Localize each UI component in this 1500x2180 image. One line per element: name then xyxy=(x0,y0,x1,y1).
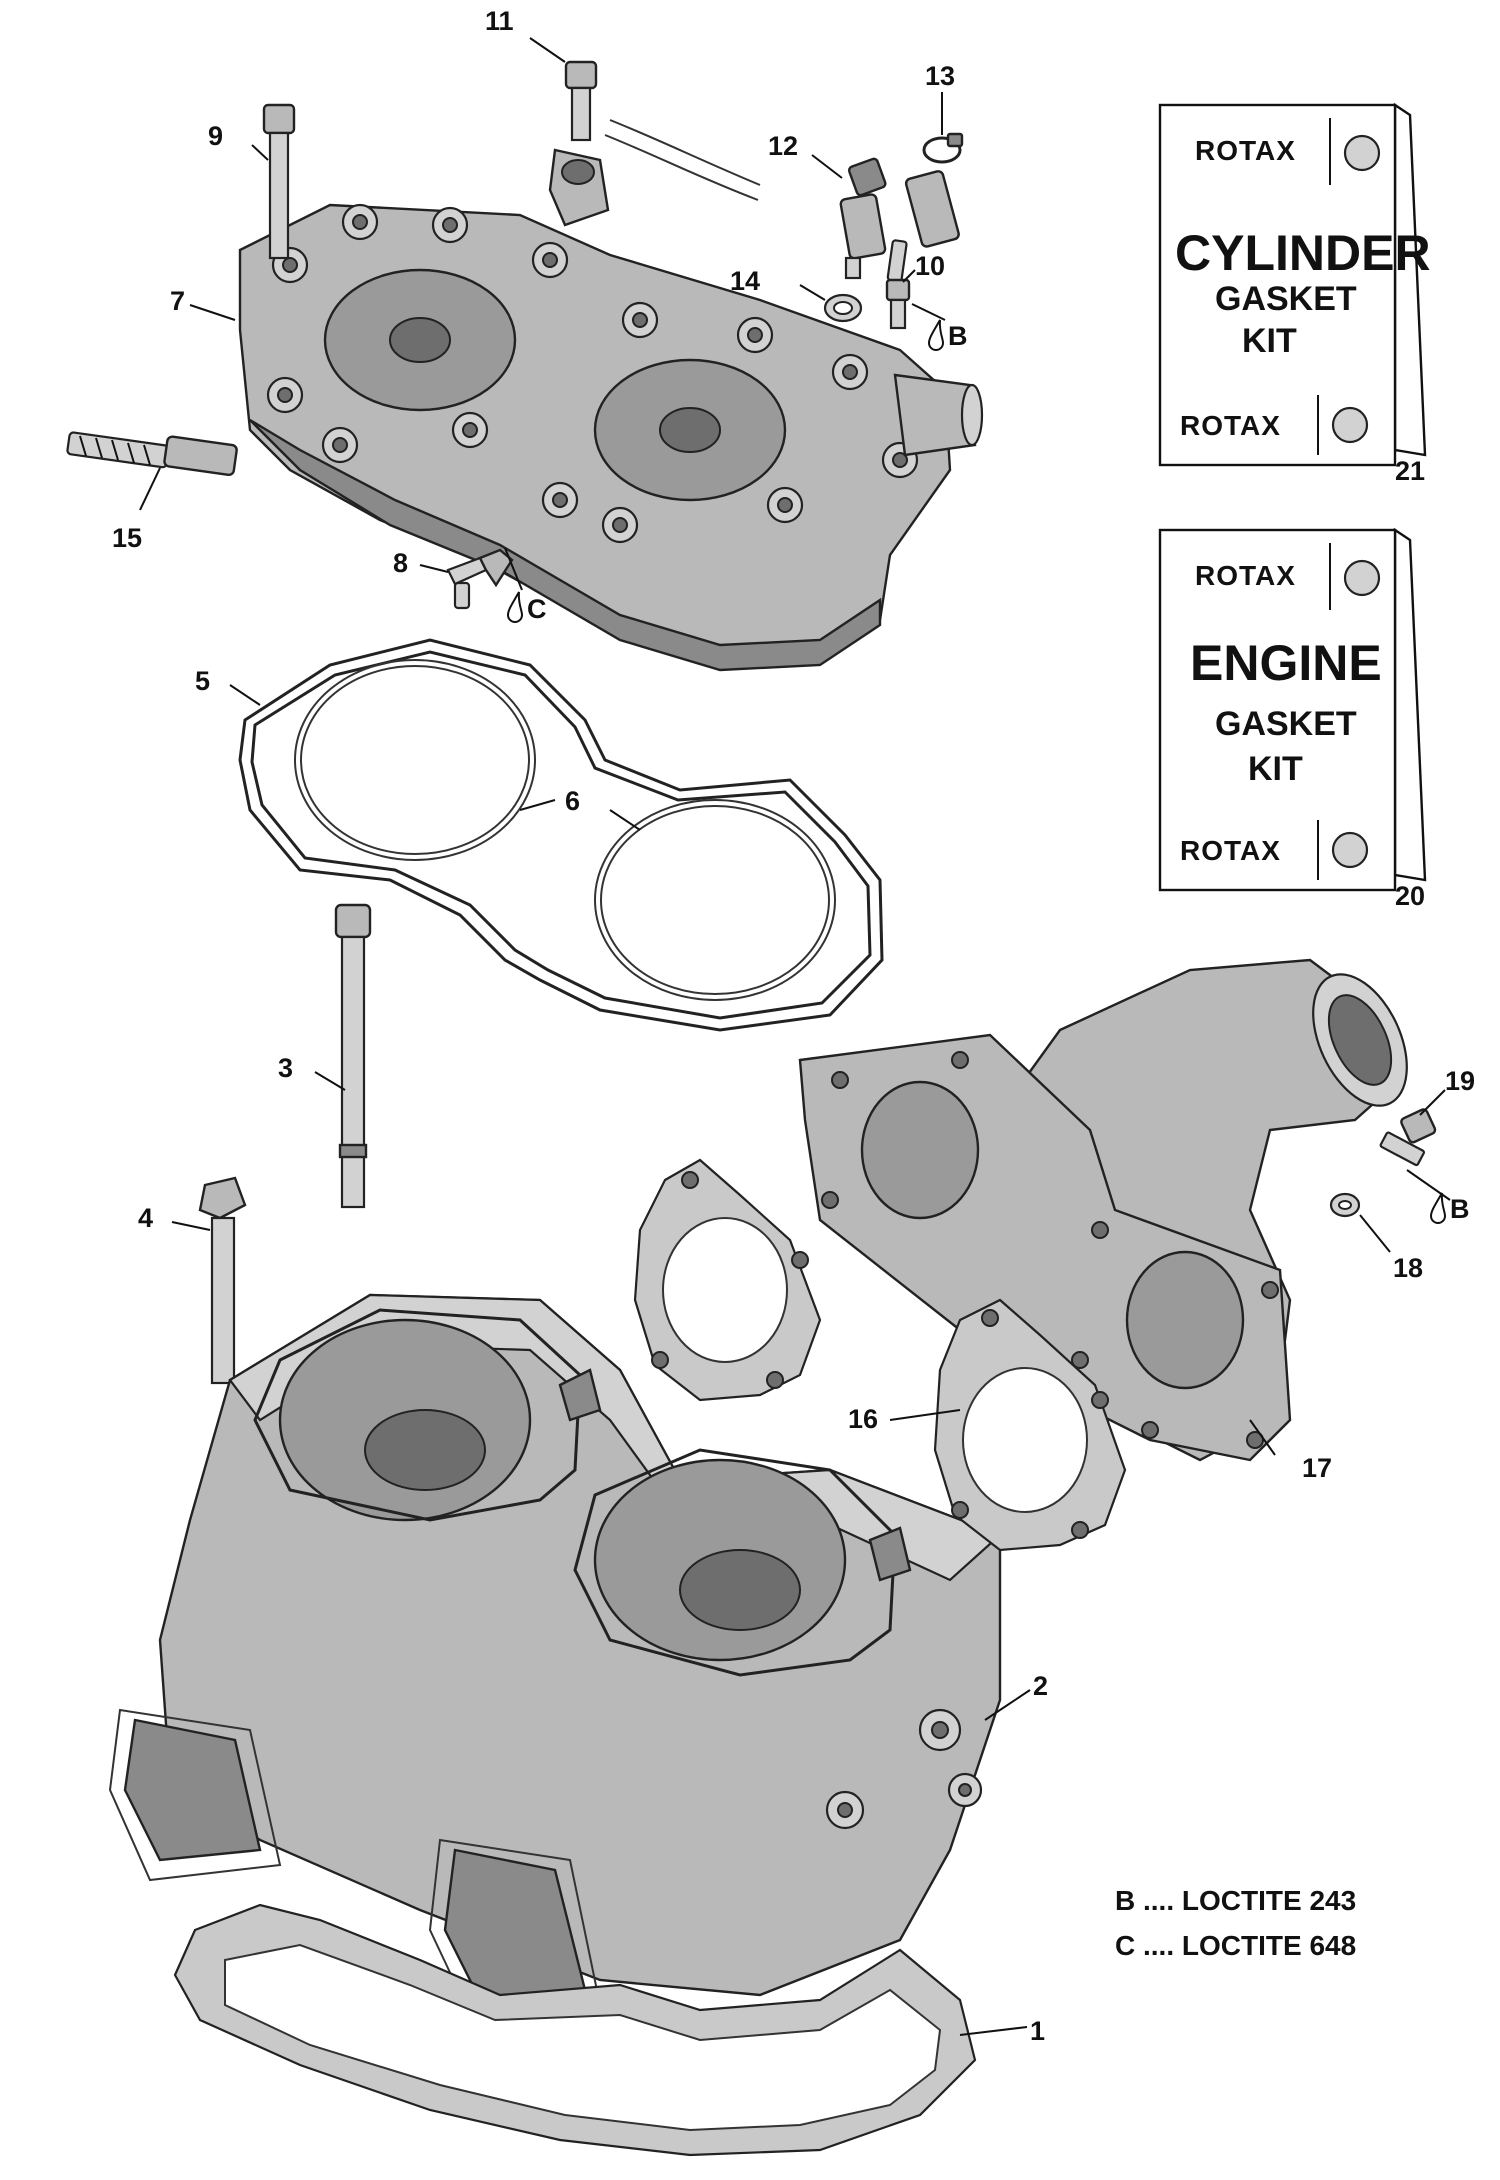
screw-19 xyxy=(1379,1108,1437,1167)
base-gasket xyxy=(173,1903,977,2157)
callout-15: 15 xyxy=(112,523,142,553)
washer-14 xyxy=(823,293,863,323)
exhaust-gasket-upper xyxy=(633,1158,822,1402)
callout-5: 5 xyxy=(195,666,210,696)
kit-subtitle-2: KIT xyxy=(1242,322,1297,360)
exhaust-manifold xyxy=(798,958,1408,1462)
washer-18 xyxy=(1329,1192,1361,1218)
callout-labels: 1 2 3 4 5 6 7 8 9 10 11 12 13 14 15 16 1… xyxy=(112,6,1475,2046)
cylinder-gasket-kit: ROTAX CYLINDER GASKET KIT ROTAX 21 xyxy=(1158,102,1431,486)
brp-logo-icon xyxy=(1343,559,1381,597)
bolt-11 xyxy=(564,60,598,142)
callout-2: 2 xyxy=(1033,1671,1048,1701)
engine-gasket-kit: ROTAX ENGINE GASKET KIT ROTAX 20 xyxy=(1158,527,1427,911)
exhaust-gasket-lower xyxy=(933,1298,1127,1552)
adhesive-mark-b-top: B xyxy=(927,319,968,351)
spark-plug xyxy=(66,431,238,477)
kit-brand-top: ROTAX xyxy=(1195,560,1296,591)
callout-6: 6 xyxy=(565,786,580,816)
callout-11: 11 xyxy=(485,6,514,36)
callout-12: 12 xyxy=(768,131,798,161)
callout-7: 7 xyxy=(170,286,185,316)
head-gasket-outer xyxy=(238,638,884,1032)
adhesive-legend: B .... LOCTITE 243 C .... LOCTITE 648 xyxy=(1115,1885,1356,1961)
brp-logo-icon xyxy=(1343,134,1381,172)
kit-brand-bottom: ROTAX xyxy=(1180,835,1281,866)
callout-17: 17 xyxy=(1302,1453,1332,1483)
fitting-10 xyxy=(885,239,911,330)
kit-number: 21 xyxy=(1395,456,1425,486)
callout-18: 18 xyxy=(1393,1253,1423,1283)
clamp-13 xyxy=(922,132,964,164)
stud-3 xyxy=(334,903,372,1209)
brp-logo-icon xyxy=(1331,406,1369,444)
callout-19: 19 xyxy=(1445,1066,1475,1096)
legend-c: C .... LOCTITE 648 xyxy=(1115,1930,1356,1961)
kit-subtitle: GASKET xyxy=(1215,280,1357,318)
callout-16: 16 xyxy=(848,1404,878,1434)
kit-subtitle: GASKET xyxy=(1215,705,1357,743)
adhesive-letter: B xyxy=(948,321,968,351)
adhesive-letter: C xyxy=(527,594,547,624)
callout-14: 14 xyxy=(730,266,760,296)
adhesive-letter: B xyxy=(1450,1194,1470,1224)
head-bolt-9 xyxy=(262,103,296,260)
kit-title: ENGINE xyxy=(1190,635,1382,691)
cylinder-block xyxy=(108,1293,1003,2017)
adhesive-mark-c: C xyxy=(506,591,547,624)
adhesive-mark-b-right: B xyxy=(1429,1192,1470,1224)
callout-1: 1 xyxy=(1030,2016,1045,2046)
legend-b: B .... LOCTITE 243 xyxy=(1115,1885,1356,1916)
kit-brand-top: ROTAX xyxy=(1195,135,1296,166)
callout-13: 13 xyxy=(925,61,955,91)
kit-brand-bottom: ROTAX xyxy=(1180,410,1281,441)
head-gasket-rings xyxy=(294,659,836,1001)
sensor-12 xyxy=(839,157,960,280)
brp-logo-icon xyxy=(1331,831,1369,869)
callout-10: 10 xyxy=(915,251,945,281)
callout-8: 8 xyxy=(393,548,408,578)
callout-3: 3 xyxy=(278,1053,293,1083)
knock-sensor xyxy=(548,119,761,227)
kit-number: 20 xyxy=(1395,881,1425,911)
fitting-8 xyxy=(446,548,514,610)
kit-title: CYLINDER xyxy=(1175,225,1431,281)
cylinder-head xyxy=(238,203,984,672)
bolt-4 xyxy=(198,1176,247,1385)
kit-subtitle-2: KIT xyxy=(1248,750,1303,788)
callout-4: 4 xyxy=(138,1203,153,1233)
callout-9: 9 xyxy=(208,121,223,151)
